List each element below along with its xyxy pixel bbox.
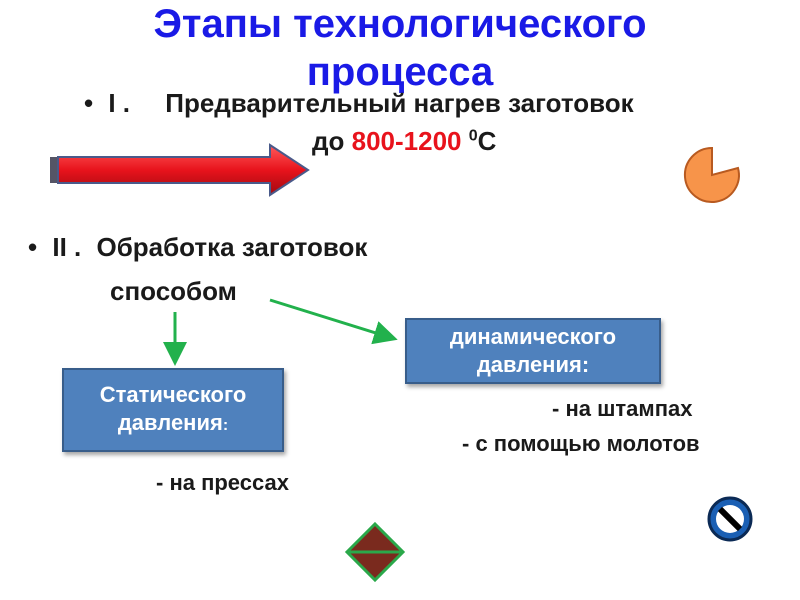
item-presses: - на прессах — [156, 470, 289, 495]
dynamic-pressure-box: динамического давления: — [405, 318, 661, 384]
stage1-bullet: • — [84, 88, 94, 118]
static-box-line1: Статического — [99, 381, 247, 407]
red-right-arrow-icon — [50, 143, 310, 197]
stage2-number: II . — [52, 232, 82, 262]
temperature-unit: С — [477, 126, 497, 156]
no-entry-icon — [707, 496, 753, 542]
diamond-icon — [344, 521, 406, 583]
item-hammers: - с помощью молотов — [462, 431, 700, 456]
temperature-degree: 0 — [468, 127, 478, 145]
stage1-number: I . — [108, 88, 131, 118]
static-box-line2: давления: — [64, 409, 282, 440]
stage1-text: Предварительный нагрев заготовок — [165, 88, 634, 118]
stage2-text: Обработка заготовок — [96, 232, 368, 262]
stage1-line: • I . Предварительный нагрев заготовок — [84, 88, 634, 119]
dynamic-box-line2: давления: — [476, 352, 590, 377]
title-line-1: Этапы технологического — [153, 2, 647, 46]
slide-title: Этапы технологического процесса — [0, 0, 800, 96]
static-pressure-box: Статического давления: — [62, 368, 284, 452]
stage2-method: способом — [110, 276, 237, 306]
item-stamps: - на штампах — [552, 396, 693, 421]
stage2-bullet: • — [28, 232, 38, 262]
temperature-value: 800-1200 — [351, 126, 462, 156]
stage1-temperature-line: до 800-1200 0С — [312, 126, 496, 157]
pie-chart-icon — [683, 146, 740, 203]
static-box-line2-text: давления — [117, 409, 223, 435]
green-arrow-right — [269, 298, 398, 345]
dynamic-box-line1: динамического — [449, 324, 617, 349]
title-line-2: процесса — [306, 50, 494, 94]
temperature-prefix: до — [312, 126, 345, 156]
static-box-colon: : — [222, 416, 229, 434]
stage2-line: • II . Обработка заготовок — [28, 232, 367, 263]
